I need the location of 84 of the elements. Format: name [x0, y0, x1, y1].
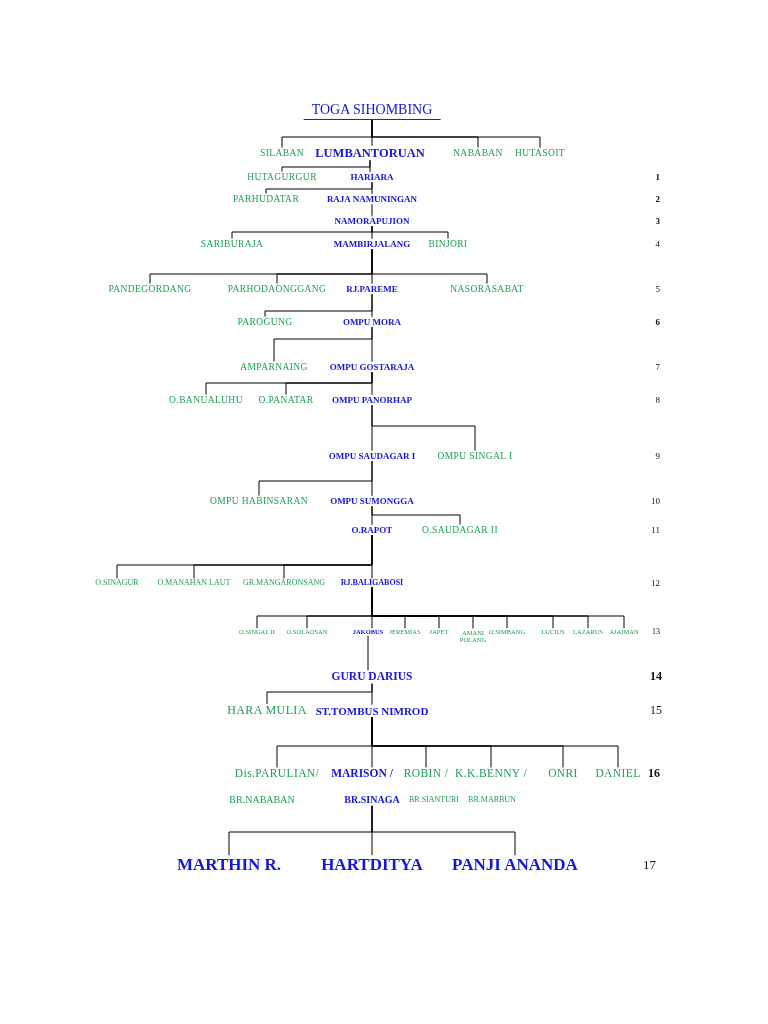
person-name: SILABAN: [260, 147, 304, 159]
generation-number: 6: [655, 316, 660, 328]
person-name: ONRI: [548, 767, 578, 781]
person-name: NAMORAPUJION: [334, 215, 410, 227]
person-name: HARA MULIA: [227, 704, 307, 718]
connector-line: [367, 635, 369, 671]
generation-number: 14: [650, 670, 662, 684]
person-name: PARHUDATAR: [232, 193, 300, 205]
person-name: RAJA NAMUNINGAN: [326, 193, 418, 205]
spouse-name: BR.SIANTURI: [409, 795, 459, 805]
person-name: MAMBIRJALANG: [333, 238, 411, 250]
connector-line: [371, 248, 488, 285]
person-name: NASORASABAT: [450, 283, 524, 295]
person-name: LUMBANTORUAN: [315, 145, 425, 161]
person-name: MARTHIN R.: [176, 855, 282, 875]
person-name: ROBIN /: [403, 767, 449, 781]
generation-number: 15: [650, 704, 662, 718]
person-name: OMPU HABINSARAN: [209, 495, 309, 507]
connector-line: [371, 225, 449, 240]
connector-line: [369, 159, 371, 173]
person-name: OMPU SAUDAGAR I: [328, 450, 416, 462]
generation-number: 2: [655, 193, 660, 205]
person-name: OMPU GOSTARAJA: [329, 361, 415, 373]
person-name: OMPU MORA: [342, 316, 402, 328]
connector-line: [371, 683, 373, 706]
generation-number: 12: [651, 577, 660, 589]
person-name: PANJI ANANDA: [452, 855, 578, 875]
generation-number: 10: [651, 495, 660, 507]
person-name: HARIARA: [350, 171, 394, 183]
generation-number: 3: [655, 215, 660, 227]
spouse-name: BR.NABABAN: [229, 794, 295, 806]
person-name: O.RAPOT: [351, 524, 393, 536]
person-name: MARISON /: [331, 767, 393, 781]
person-name: PAROGUNG: [237, 316, 293, 328]
person-name: OMPU SINGAL I: [437, 450, 513, 462]
person-name: RJ.PAREME: [346, 283, 398, 295]
person-name: OMPU SUMONGGA: [330, 495, 414, 507]
root-name: TOGA SIHOMBING: [303, 101, 441, 121]
generation-number: 9: [655, 450, 660, 462]
generation-number: 5: [655, 283, 660, 295]
connector-line: [371, 460, 373, 497]
connector-line: [371, 716, 619, 768]
person-name: K.K.BENNY /: [455, 767, 527, 781]
generation-number: 13: [652, 627, 660, 637]
person-name: PANDEGORDANG: [108, 283, 192, 295]
person-name: O.SAUDAGAR II: [422, 524, 498, 536]
generation-number: 11: [651, 524, 660, 536]
person-name: ST.TOMBUS NIMROD: [315, 704, 429, 718]
generation-number: 1: [655, 171, 660, 183]
spouse-name: BR.MARBUN: [468, 795, 516, 805]
connector-line: [371, 203, 373, 217]
connector-line: [371, 505, 461, 526]
person-name: HUTAGURGUR: [247, 171, 317, 183]
connector-line: [371, 805, 516, 856]
generation-number: 16: [648, 767, 660, 781]
person-name: BR.SINAGA: [344, 794, 400, 806]
person-name: SARIBURAJA: [200, 238, 264, 250]
generation-number: 7: [655, 361, 660, 373]
person-name: HUTASOIT: [515, 147, 565, 159]
person-name: O.BANUALUHU: [169, 394, 243, 406]
connector-line: [371, 119, 541, 149]
person-name: RJ.BALIGABOSI: [340, 578, 404, 588]
connector-line: [371, 181, 373, 195]
connector-line: [371, 404, 476, 452]
person-name: GR.MANGARONSANG: [243, 578, 325, 588]
person-name: AMPARNAING: [240, 361, 308, 373]
generation-number: 17: [643, 857, 656, 873]
person-name: O.SINAGUR: [95, 578, 139, 588]
person-name: NABABAN: [453, 147, 503, 159]
generation-number: 4: [655, 238, 660, 250]
person-name: HARTDITYA: [321, 855, 423, 875]
generation-number: 8: [655, 394, 660, 406]
connector-line: [371, 534, 373, 579]
person-name: DANIEL: [595, 767, 641, 781]
person-name: PARHODAONGGANG: [227, 283, 327, 295]
person-name: O.PANATAR: [258, 394, 314, 406]
person-name: OMPU PANORHAP: [331, 394, 413, 406]
person-name: Dis.PARULIAN/: [234, 767, 320, 781]
person-name: O.MANAHAN LAUT: [157, 578, 231, 588]
connector-line: [371, 371, 373, 396]
connector-line: [371, 326, 373, 363]
person-name: BINJORI: [428, 238, 468, 250]
person-name: GURU DARIUS: [331, 670, 413, 684]
connector-line: [371, 293, 373, 318]
